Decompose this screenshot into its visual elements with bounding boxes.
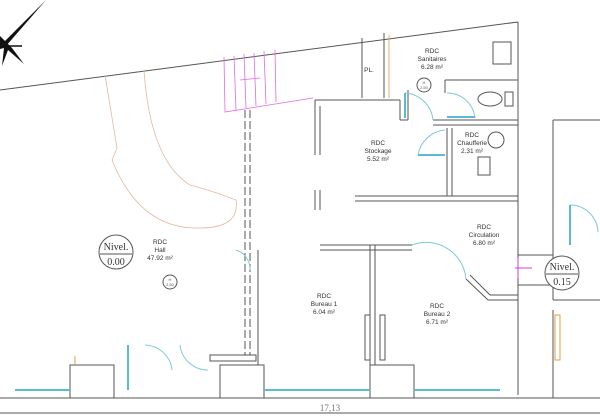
svg-text:H: H: [169, 277, 172, 282]
north-arrow-icon: [0, 0, 46, 66]
svg-text:6.28 m²: 6.28 m²: [421, 64, 444, 71]
sink-icon: [492, 41, 512, 65]
svg-text:Bureau 2: Bureau 2: [424, 311, 451, 318]
svg-text:2,50: 2,50: [420, 85, 429, 90]
walls: [0, 21, 600, 414]
level-marker-0-00: Nivel. 0.00: [98, 234, 134, 270]
svg-text:Chaufferie: Chaufferie: [457, 140, 487, 147]
room-label-bureau-1: RDC Bureau 1 6.04 m²: [311, 293, 338, 316]
boiler-symbol-icon: [487, 131, 505, 149]
dimension-label: 17,13: [320, 403, 341, 413]
svg-text:Sanitaires: Sanitaires: [418, 56, 448, 63]
doors: [15, 35, 599, 391]
svg-text:RDC: RDC: [153, 239, 167, 246]
svg-text:2.31 m²: 2.31 m²: [461, 148, 484, 155]
svg-text:Nivel.: Nivel.: [104, 242, 129, 253]
svg-text:47.92 m²: 47.92 m²: [147, 255, 173, 262]
level-marker-0-15: Nivel. 0.15: [544, 255, 580, 291]
sanitary-fixtures: [477, 41, 514, 176]
svg-text:6.71 m²: 6.71 m²: [426, 319, 449, 326]
boiler-icon: [477, 156, 491, 176]
svg-text:H: H: [423, 80, 426, 85]
svg-text:Nivel.: Nivel.: [550, 262, 575, 273]
stairs: [223, 49, 532, 278]
svg-text:Circulation: Circulation: [469, 232, 500, 239]
room-label-hall: RDC Hall 47.92 m²: [147, 239, 173, 262]
room-label-stockage: RDC Stockage 5.52 m²: [364, 140, 391, 163]
pl-label: PL.: [364, 67, 374, 74]
svg-text:RDC: RDC: [430, 303, 444, 310]
toilet-icon: [477, 91, 503, 107]
svg-text:RDC: RDC: [477, 224, 491, 231]
svg-text:Stockage: Stockage: [364, 148, 391, 155]
svg-text:RDC: RDC: [371, 140, 385, 147]
svg-text:Hall: Hall: [154, 247, 166, 254]
height-badge: H 2,50: [162, 274, 178, 290]
svg-text:RDC: RDC: [465, 132, 479, 139]
svg-text:0.15: 0.15: [553, 277, 571, 288]
height-badge: H 2,50: [416, 77, 432, 93]
room-label-circulation: RDC Circulation 6.80 m²: [469, 224, 500, 247]
room-label-chaufferie: RDC Chaufferie 2.31 m²: [457, 132, 487, 155]
ramp: [104, 69, 237, 229]
room-label-sanitaires: RDC Sanitaires 6.28 m²: [418, 48, 448, 71]
svg-text:2,50: 2,50: [166, 282, 175, 287]
svg-text:Bureau 1: Bureau 1: [311, 301, 338, 308]
svg-text:6.04 m²: 6.04 m²: [313, 309, 336, 316]
svg-text:RDC: RDC: [425, 48, 439, 55]
svg-text:RDC: RDC: [317, 293, 331, 300]
svg-text:5.52 m²: 5.52 m²: [367, 156, 390, 163]
svg-text:0.00: 0.00: [107, 257, 125, 268]
svg-text:6.80 m²: 6.80 m²: [473, 240, 496, 247]
room-label-bureau-2: RDC Bureau 2 6.71 m²: [424, 303, 451, 326]
